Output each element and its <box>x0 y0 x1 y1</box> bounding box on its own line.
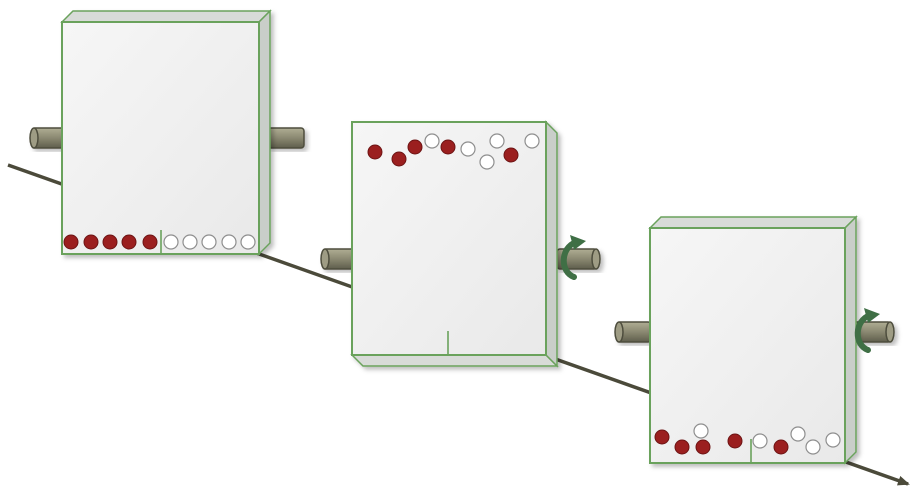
red-ball <box>503 147 519 163</box>
white-ball <box>163 234 179 250</box>
left-axle <box>29 127 67 149</box>
box <box>648 215 858 465</box>
red-ball <box>407 139 423 155</box>
white-ball <box>479 154 495 170</box>
white-ball <box>201 234 217 250</box>
red-ball <box>121 234 137 250</box>
left-axle <box>320 248 356 270</box>
white-ball <box>221 234 237 250</box>
white-ball <box>825 432 841 448</box>
red-balls <box>367 139 519 167</box>
red-balls <box>63 234 158 250</box>
panel-3 <box>614 215 895 465</box>
right-axle <box>852 321 895 343</box>
white-ball <box>489 133 505 149</box>
red-ball <box>440 139 456 155</box>
white-ball <box>460 141 476 157</box>
white-ball <box>424 133 440 149</box>
red-ball <box>727 433 743 449</box>
red-ball <box>654 429 670 445</box>
white-ball <box>752 433 768 449</box>
red-ball <box>695 439 711 455</box>
red-ball <box>674 439 690 455</box>
red-ball <box>83 234 99 250</box>
red-ball <box>367 144 383 160</box>
right-axle <box>267 127 305 149</box>
rotate-arrow-icon <box>854 308 880 353</box>
white-balls <box>163 234 256 250</box>
red-ball <box>391 151 407 167</box>
box <box>350 120 559 368</box>
red-ball <box>773 439 789 455</box>
red-ball <box>102 234 118 250</box>
white-ball <box>240 234 256 250</box>
panel-1 <box>29 9 305 256</box>
white-ball <box>524 133 540 149</box>
panel-2 <box>320 120 601 368</box>
box <box>60 9 272 256</box>
red-ball <box>63 234 79 250</box>
white-ball <box>182 234 198 250</box>
white-balls <box>424 133 540 170</box>
white-balls <box>693 423 841 455</box>
white-ball <box>790 426 806 442</box>
red-ball <box>142 234 158 250</box>
white-ball <box>693 423 709 439</box>
left-axle <box>614 321 652 343</box>
white-ball <box>805 439 821 455</box>
rotate-arrow-icon <box>560 235 586 280</box>
red-balls <box>654 429 789 455</box>
